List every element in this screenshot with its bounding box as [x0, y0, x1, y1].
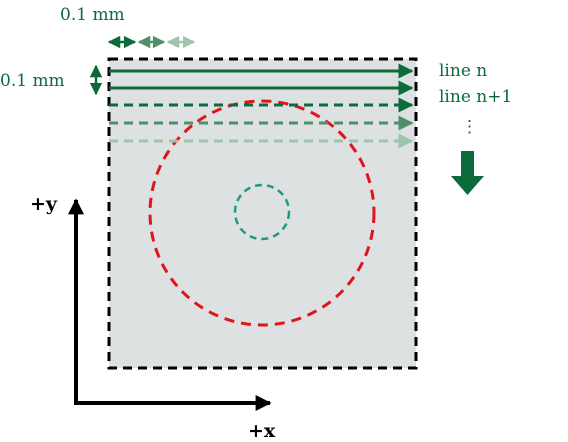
- side-spacing-label: 0.1 mm: [0, 71, 65, 91]
- down-arrow-icon: [451, 151, 484, 195]
- top-spacing-label: 0.1 mm: [60, 5, 125, 25]
- sample-area: [107, 57, 418, 370]
- x-axis-label: +x: [248, 420, 276, 442]
- y-axis-label: +y: [30, 193, 58, 215]
- line-n-label: line n: [439, 61, 487, 81]
- inner-dashed-circle: [233, 183, 291, 241]
- outer-dashed-circle: [148, 99, 376, 327]
- ellipsis-label: ⋮: [461, 117, 478, 137]
- line-n-plus-1-label: line n+1: [439, 87, 512, 107]
